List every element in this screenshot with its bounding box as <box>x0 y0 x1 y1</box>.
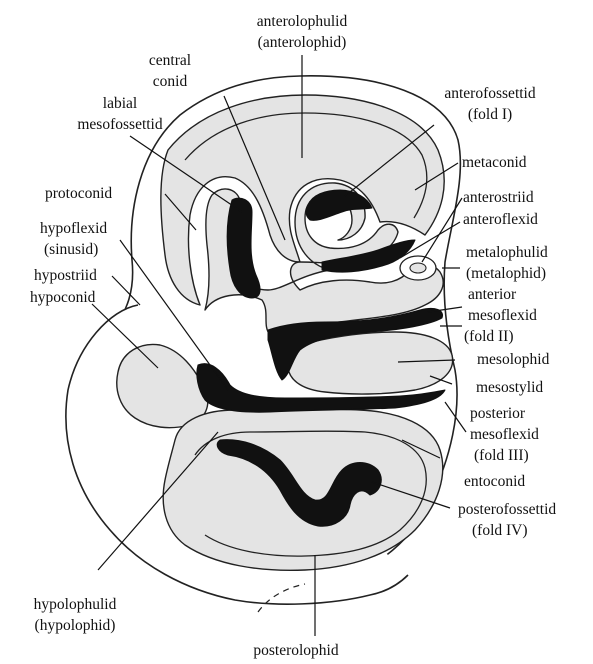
label-anteroflexid: anteroflexid <box>463 211 538 228</box>
label-hypolophulid: hypolophulid <box>34 596 117 613</box>
label-hypoconid: hypoconid <box>30 289 96 306</box>
label-anterostriid: anterostriid <box>463 189 534 206</box>
label-fold-1: (fold I) <box>468 106 512 123</box>
label-anterolophulid: anterolophulid <box>257 13 348 30</box>
label-anterofossettid: anterofossettid <box>444 85 536 102</box>
label-fold-4: (fold IV) <box>472 522 528 539</box>
label-mesolophid: mesolophid <box>477 351 550 368</box>
label-central: central <box>149 52 191 69</box>
label-posterior-mesoflexid: mesoflexid <box>470 426 539 443</box>
label-anterior-mesoflexid: mesoflexid <box>468 307 537 324</box>
label-posterofossettid: posterofossettid <box>458 501 556 518</box>
label-hypolophid: (hypolophid) <box>35 617 116 634</box>
label-anterior: anterior <box>468 286 517 303</box>
label-conid: conid <box>153 73 188 90</box>
label-sinusid: (sinusid) <box>44 241 98 258</box>
label-posterolophid: posterolophid <box>253 642 338 659</box>
posterior-dentine <box>163 409 443 570</box>
label-entoconid: entoconid <box>464 473 525 490</box>
label-fold-2: (fold II) <box>464 328 514 345</box>
label-mesostylid: mesostylid <box>476 379 543 396</box>
label-metaconid: metaconid <box>462 154 527 171</box>
label-protoconid: protoconid <box>45 185 112 202</box>
label-metalophid: (metalophid) <box>466 265 546 282</box>
label-hypoflexid: hypoflexid <box>40 220 107 237</box>
label-fold-3: (fold III) <box>474 447 529 464</box>
label-hypostriid: hypostriid <box>34 267 97 284</box>
label-anterolophid: (anterolophid) <box>258 34 347 51</box>
anterostriid-core <box>410 263 426 273</box>
label-posterior: posterior <box>470 405 526 422</box>
label-mesofossettid: mesofossettid <box>77 116 162 133</box>
label-labial: labial <box>103 95 137 112</box>
label-metalophulid: metalophulid <box>466 244 548 261</box>
